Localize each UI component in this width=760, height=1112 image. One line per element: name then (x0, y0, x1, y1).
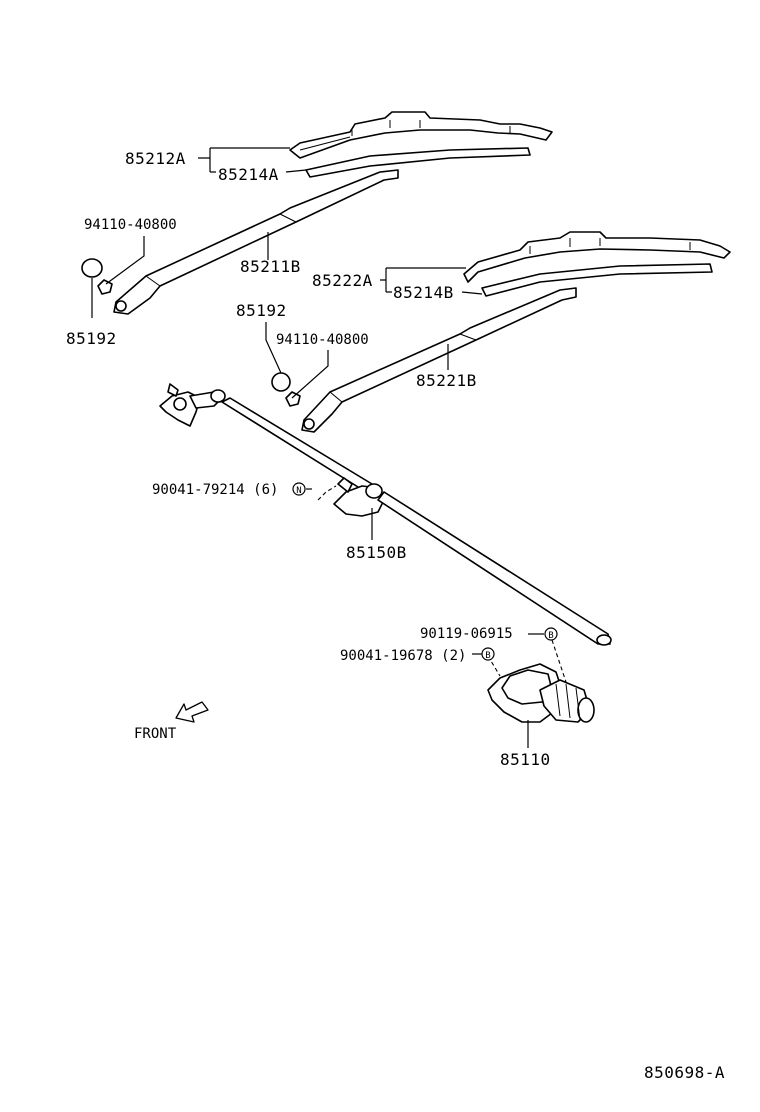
label-85212a: 85212A (125, 149, 186, 168)
wiper-blade-85212a (289, 111, 553, 159)
wiper-rubber-85214a (305, 147, 531, 178)
label-85222a: 85222A (312, 271, 373, 290)
cap-85192-b (271, 372, 291, 392)
wiper-link-85150b (159, 383, 612, 646)
label-90041-19678: 90041-19678 (2) (340, 648, 466, 664)
cap-85192-a (81, 258, 103, 278)
label-90041-79214: 90041-79214 (6) (152, 482, 278, 498)
wiper-arm-85221b (301, 287, 577, 433)
label-85221b: 85221B (416, 371, 477, 390)
marker-n: N (292, 482, 306, 496)
label-front: FRONT (134, 726, 177, 742)
svg-text:N: N (296, 486, 301, 496)
label-85192-b: 85192 (236, 301, 287, 320)
wiper-motor-85110 (487, 639, 595, 723)
label-85110: 85110 (500, 750, 551, 769)
wiper-rubber-85214b (481, 263, 713, 297)
label-94110-40800-b: 94110-40800 (276, 332, 369, 348)
label-85150b: 85150B (346, 543, 407, 562)
label-85192-a: 85192 (66, 329, 117, 348)
wiper-arm-85211b (113, 169, 399, 315)
label-85214b: 85214B (393, 283, 454, 302)
label-94110-40800-a: 94110-40800 (84, 217, 177, 233)
label-90119-06915: 90119-06915 (420, 626, 513, 642)
svg-text:B: B (548, 631, 553, 641)
label-85214a: 85214A (218, 165, 279, 184)
label-85211b: 85211B (240, 257, 301, 276)
marker-b-90119: B (544, 627, 558, 641)
wiper-blade-85222a (463, 231, 731, 283)
svg-text:B: B (485, 651, 490, 661)
diagram-id: 850698-A (644, 1063, 725, 1082)
leader-lines (91, 147, 544, 748)
nut-94110-b (285, 391, 301, 407)
nut-94110-a (97, 279, 113, 295)
front-arrow-icon (175, 701, 209, 723)
marker-b-90041: B (481, 647, 495, 661)
